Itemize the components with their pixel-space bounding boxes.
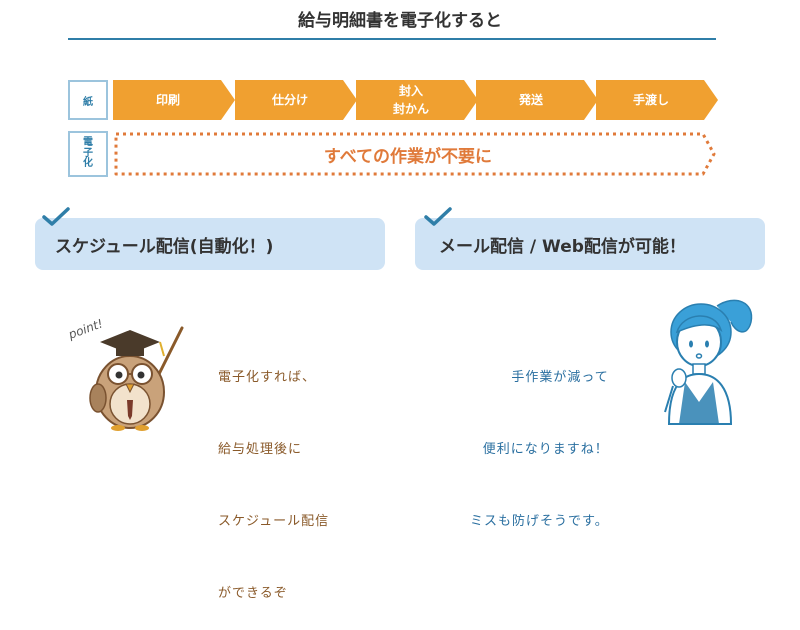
feature-mail-web-delivery: メール配信 / Web配信が可能！ (415, 207, 765, 270)
feature-label: メール配信 / Web配信が可能！ (439, 236, 686, 257)
woman-speech-note: 手作業が減って 便利になりますね！ ミスも防げそうです。 (470, 318, 609, 558)
owl-teacher-illustration (89, 326, 184, 431)
digital-dotted-arrow (114, 132, 716, 176)
step-label: 印刷 (155, 93, 180, 107)
step-label-line: 封かん (392, 102, 429, 116)
paper-row-label: 紙 (68, 80, 108, 120)
title-divider (68, 38, 716, 40)
step-label: 手渡し (632, 93, 669, 107)
check-icon (42, 207, 70, 226)
step-label-line: 封入 (398, 84, 423, 98)
step-print: 印刷 (113, 80, 235, 120)
note-line: 手作業が減って (511, 370, 609, 385)
step-enclose-seal: 封入 封かん (356, 80, 478, 120)
digital-label-char: 電 (83, 137, 93, 149)
check-icon (424, 207, 452, 226)
feature-label: スケジュール配信(自動化！) (55, 236, 274, 257)
feature-schedule-delivery: スケジュール配信(自動化！) (35, 207, 385, 270)
page-title: 給与明細書を電子化すると (298, 11, 502, 31)
note-line: スケジュール配信 (218, 514, 330, 529)
step-label: 発送 (518, 93, 543, 107)
step-hand-deliver: 手渡し (596, 80, 718, 120)
woman-thinking-illustration (664, 299, 753, 425)
digital-label-char: 子 (83, 147, 93, 159)
owl-speech-note: 電子化すれば、 給与処理後に スケジュール配信 ができるぞ (218, 318, 329, 630)
step-ship: 発送 (476, 80, 598, 120)
step-label: 仕分け (271, 93, 308, 107)
step-sort: 仕分け (235, 80, 357, 120)
digital-row-label: 電 子 化 (68, 131, 108, 177)
note-line: 便利になりますね！ (482, 442, 609, 457)
note-line: ができるぞ (218, 586, 288, 601)
note-line: 電子化すれば、 (218, 370, 317, 385)
digital-label-char: 化 (83, 158, 93, 170)
note-line: ミスも防げそうです。 (470, 514, 609, 529)
note-line: 給与処理後に (218, 442, 303, 457)
digital-result-text: すべての作業が不要に (323, 146, 493, 167)
